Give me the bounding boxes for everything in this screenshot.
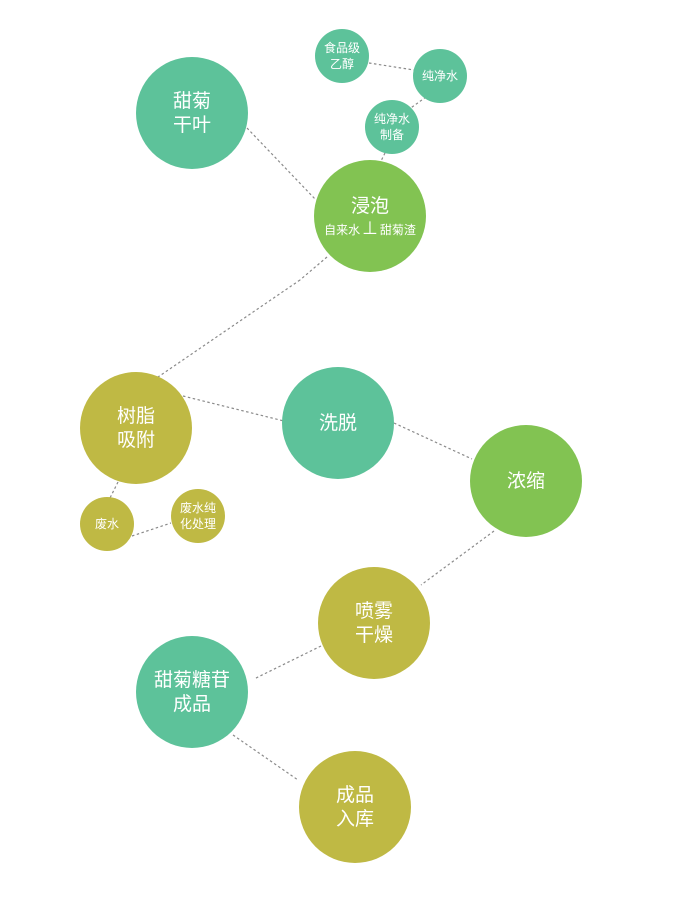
node-pure-water-label: 纯净水 <box>421 69 458 83</box>
node-pure-water: 纯净水 <box>413 49 467 103</box>
node-concentration: 浓缩 <box>470 425 582 537</box>
node-wastewater-treatment-label: 废水纯 化处理 <box>179 501 216 531</box>
node-stevia-leaves-label: 甜菊 干叶 <box>172 90 211 136</box>
connector-purewater-prep <box>407 96 427 111</box>
node-warehousing-label: 成品 入库 <box>335 784 374 830</box>
node-stevioside-product-label: 甜菊糖苷 成品 <box>153 669 230 715</box>
connector-product-warehousing <box>232 734 299 781</box>
node-soaking-sub-left: 自来水 <box>324 223 361 237</box>
node-spray-drying: 喷雾 干燥 <box>318 567 430 679</box>
connector-prep-soaking <box>379 152 386 164</box>
node-wastewater: 废水 <box>80 497 134 551</box>
node-wastewater-label: 废水 <box>94 517 119 531</box>
node-resin-adsorption: 树脂 吸附 <box>80 372 192 484</box>
node-stevioside-product: 甜菊糖苷 成品 <box>136 636 248 748</box>
node-food-ethanol: 食品级 乙醇 <box>315 29 369 83</box>
node-pure-water-prep-label: 纯净水 制备 <box>373 112 410 142</box>
node-soaking-label: 浸泡 <box>350 195 389 217</box>
connector-elution-concentration <box>393 422 473 460</box>
node-soaking-sub-right: 甜菊渣 <box>379 223 416 237</box>
connector-resin-wastewater <box>109 481 119 499</box>
node-food-ethanol-label: 食品级 乙醇 <box>323 41 360 71</box>
node-elution-label: 洗脱 <box>318 412 357 434</box>
node-soaking: 浸泡 自来水 ⊥ 甜菊渣 <box>314 160 426 272</box>
node-soaking-sub-row: 自来水 ⊥ 甜菊渣 <box>324 220 416 238</box>
connector-concentration-spray <box>420 530 495 586</box>
connector-soaking-resin-2 <box>157 279 301 378</box>
connector-spray-product <box>253 645 322 680</box>
node-soaking-sub-separator: ⊥ <box>362 218 378 239</box>
connector-ethanol-purewater <box>368 62 415 71</box>
node-warehousing: 成品 入库 <box>299 751 411 863</box>
connector-resin-elution <box>182 395 285 422</box>
node-pure-water-prep: 纯净水 制备 <box>365 100 419 154</box>
connector-wastewater-treatment <box>131 522 172 537</box>
node-elution: 洗脱 <box>282 367 394 479</box>
node-spray-drying-label: 喷雾 干燥 <box>354 600 393 646</box>
node-resin-adsorption-label: 树脂 吸附 <box>116 405 155 451</box>
connector-leaves-soaking <box>246 127 317 201</box>
node-concentration-label: 浓缩 <box>506 470 545 492</box>
node-stevia-leaves: 甜菊 干叶 <box>136 57 248 169</box>
node-wastewater-treatment: 废水纯 化处理 <box>171 489 225 543</box>
connector-soaking-resin <box>299 256 328 281</box>
